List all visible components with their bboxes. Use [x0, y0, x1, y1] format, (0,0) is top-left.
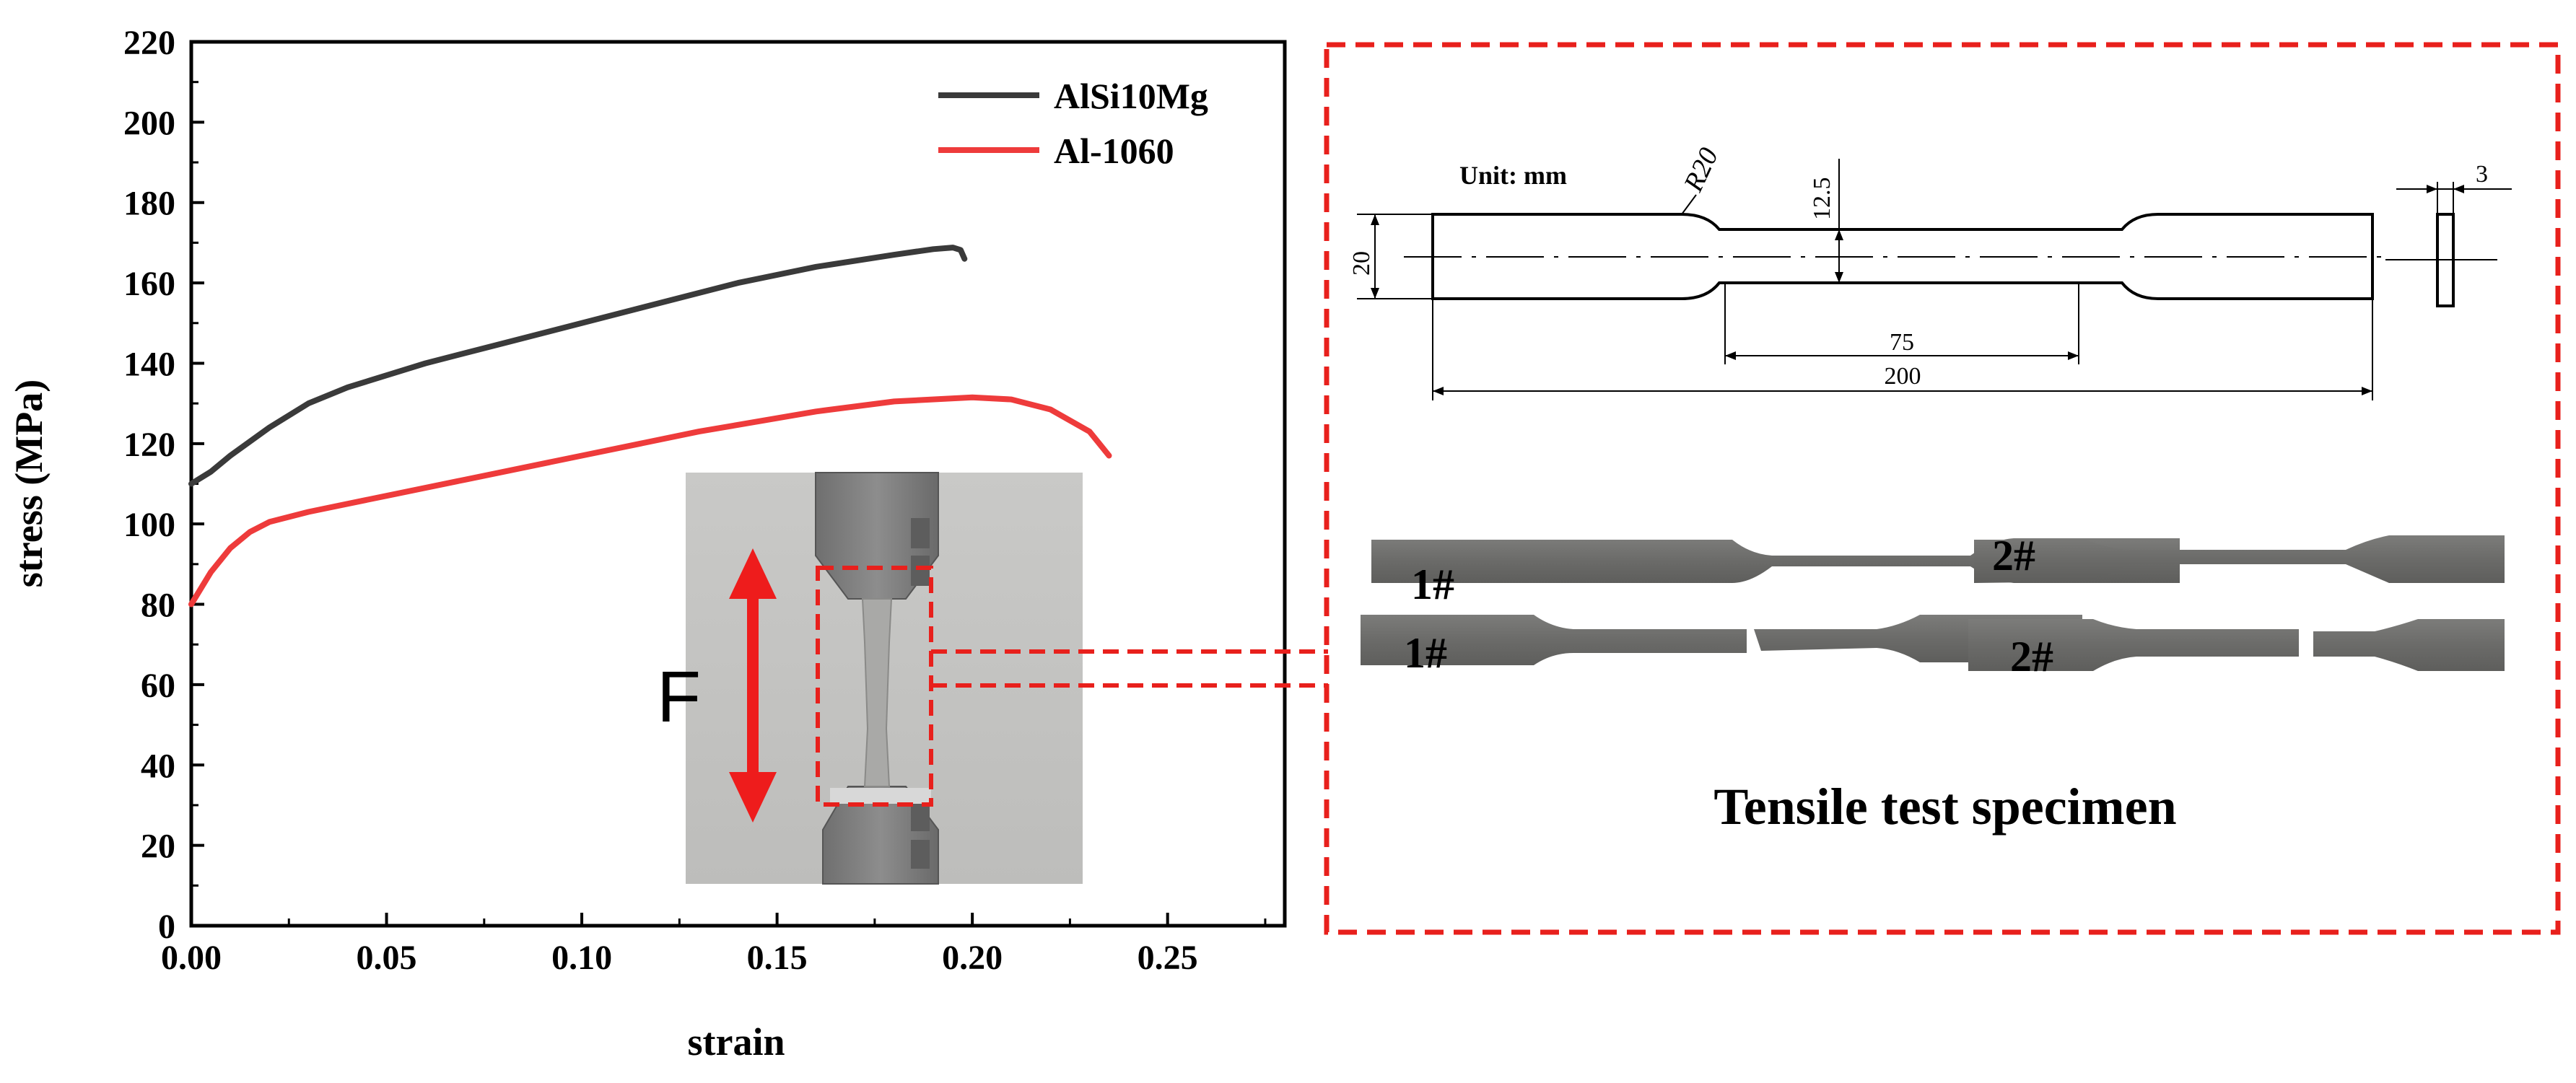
sample-2-label-broken: 2# — [2010, 633, 2053, 680]
x-tick-label: 0.00 — [161, 939, 222, 977]
sample-1-label-broken: 1# — [1404, 629, 1447, 677]
y-axis-label: stress (MPa) — [7, 380, 51, 587]
x-tick-label: 0.15 — [747, 939, 808, 977]
x-axis-ticks: 0.00 0.05 0.10 0.15 0.20 0.25 — [161, 913, 1267, 977]
specimen-panel-border — [1324, 42, 2561, 935]
x-tick-label: 0.05 — [357, 939, 417, 977]
specimen-panel: Unit: mm R20 12.5 20 3 75 200 1# 1# 2# 2… — [1324, 42, 2561, 935]
x-tick-label: 0.10 — [551, 939, 612, 977]
y-tick-label: 40 — [141, 747, 175, 785]
legend-label-alsi10mg: AlSi10Mg — [1054, 76, 1208, 116]
sample-2-label: 2# — [1992, 532, 2035, 579]
y-tick-label: 0 — [158, 908, 175, 946]
sample-1-label: 1# — [1411, 561, 1454, 608]
series-line-al-1060 — [188, 394, 1112, 608]
legend-label-al1060: Al-1060 — [1054, 131, 1174, 171]
x-tick-label: 0.25 — [1138, 939, 1198, 977]
series-line-alsi10mg — [188, 245, 968, 487]
specimen-2-after — [1968, 619, 2505, 671]
y-tick-label: 20 — [141, 828, 175, 866]
y-tick-label: 60 — [141, 667, 175, 705]
y-tick-label: 220 — [123, 24, 175, 62]
specimen-1-before — [1371, 538, 2180, 583]
y-tick-label: 100 — [123, 506, 175, 544]
specimen-drawing — [1357, 159, 2512, 400]
dim-3-label: 3 — [2476, 161, 2488, 188]
y-tick-label: 140 — [123, 345, 175, 383]
lower-grip-bolt — [911, 840, 930, 869]
dim-20-label: 20 — [1348, 251, 1375, 276]
grip-collar — [830, 788, 931, 804]
series-lines — [188, 245, 1112, 608]
dim-12-5-label: 12.5 — [1809, 177, 1835, 221]
legend: AlSi10Mg Al-1060 — [938, 76, 1208, 171]
upper-grip-bolt — [911, 518, 930, 548]
unit-label: Unit: mm — [1459, 161, 1567, 190]
zoom-connector — [931, 649, 1328, 688]
y-tick-label: 160 — [123, 265, 175, 303]
y-tick-label: 180 — [123, 185, 175, 223]
dim-200-label: 200 — [1885, 363, 1921, 390]
lower-grip-bolt — [911, 802, 930, 831]
radius-label: R20 — [1678, 144, 1724, 197]
x-axis-label: strain — [688, 1020, 785, 1064]
dimension-arrowheads — [1371, 185, 2464, 395]
r20-leader — [1681, 194, 1697, 215]
x-tick-label: 0.20 — [942, 939, 1003, 977]
upper-grip-bolt — [911, 556, 930, 586]
tensile-machine-photo: F — [657, 472, 1083, 885]
specimen-2-before — [1974, 535, 2505, 583]
lower-grip — [822, 786, 939, 885]
specimen-in-grips — [861, 598, 893, 787]
y-tick-label: 120 — [123, 426, 175, 464]
force-arrow-icon — [729, 548, 777, 823]
force-label: F — [657, 657, 701, 737]
y-tick-label: 80 — [141, 587, 175, 625]
dim-75-label: 75 — [1890, 329, 1914, 356]
y-axis-ticks: 0 20 40 60 80 100 120 140 160 180 200 220 — [123, 24, 204, 946]
y-tick-label: 200 — [123, 104, 175, 142]
panel-caption: Tensile test specimen — [1713, 778, 2176, 836]
